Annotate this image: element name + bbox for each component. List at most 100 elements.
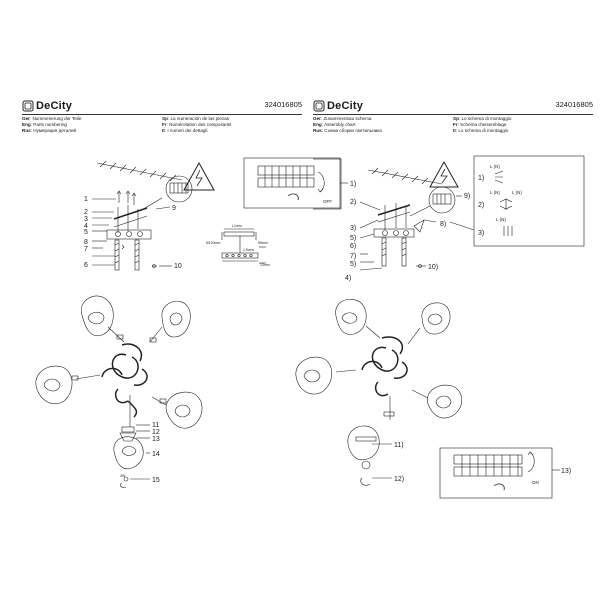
callout-8: 8 <box>84 239 88 246</box>
dim-label: Ø120mm <box>206 241 220 245</box>
breaker-on-panel <box>439 447 560 499</box>
legend-text: Numérotation des composants <box>169 122 232 127</box>
step-7: 7) <box>350 253 356 260</box>
glass-shade <box>407 302 451 345</box>
legend-text: Нумерация деталей <box>33 128 77 133</box>
callout-7: 7 <box>84 246 88 253</box>
step-10: 10) <box>428 264 438 271</box>
parts-numbering-sheet: DeCity 324016805 Ger: Nummerierung der T… <box>22 95 302 515</box>
legend-text: Schéma d'assemblage <box>460 122 507 127</box>
legend-lang: It <box>162 128 165 133</box>
electric-warning-icon <box>429 160 459 188</box>
breaker-off-panel <box>243 157 348 209</box>
glass-shade <box>35 365 101 405</box>
legend-lang: Rus <box>22 128 31 133</box>
legend-lang: Eng <box>22 122 31 127</box>
callout-11: 11 <box>152 422 159 429</box>
callout-13: 13 <box>152 436 160 443</box>
callout-6: 6 <box>84 262 88 269</box>
legend-lang: Ger <box>22 116 30 121</box>
legend-text: Zusammenbau schema <box>323 116 372 121</box>
legend-lang: Rus <box>313 128 322 133</box>
product-code: 324016805 <box>264 100 302 109</box>
legend-text: Lo schema di montaggio <box>461 116 512 121</box>
wire-label: L (N) <box>490 190 500 195</box>
legend-lang: Sp <box>162 116 168 121</box>
step-12: 12) <box>394 476 404 483</box>
callout-2: 2 <box>84 209 88 216</box>
bulb-label: 3W <box>120 474 126 478</box>
legend-column-1: Ger: Zusammenbau schema Eng: Assembly ch… <box>313 116 382 133</box>
legend-lang: Ger <box>313 116 321 121</box>
step-5: 5) <box>350 235 356 242</box>
legend-column-2: Sp: Lo schema di montaggio Fr: Schéma d'… <box>453 116 512 133</box>
glass-shade <box>335 298 381 339</box>
chandelier-body <box>35 295 203 488</box>
step-2: 2) <box>350 199 356 206</box>
ring-part <box>121 426 135 433</box>
step-4: 4) <box>345 275 351 282</box>
bulb <box>123 476 129 482</box>
legend-lang: Fr <box>162 122 167 127</box>
glass-shade <box>80 295 125 343</box>
callout-1: 1 <box>84 196 88 203</box>
callout-14: 14 <box>152 451 160 458</box>
wiring-step-3: 3) <box>478 230 484 237</box>
callout-12: 12 <box>152 429 160 436</box>
step-5b: 5) <box>350 261 356 268</box>
callout-3: 3 <box>84 216 88 223</box>
step-13: 13) <box>561 468 571 475</box>
brand-name: DeCity <box>327 100 364 112</box>
dim-label: 1.5mm <box>243 248 254 252</box>
dim-label: 55mm <box>258 241 268 245</box>
glass-shade <box>151 391 203 429</box>
product-code: 324016805 <box>555 100 593 109</box>
bottom-glass-ball <box>113 436 144 470</box>
legend-text: I numeri dei dettagli <box>167 128 208 133</box>
glass-shade <box>411 384 463 419</box>
switch-on-label: ON <box>532 480 539 485</box>
long-screws <box>114 239 140 271</box>
wire-label: L (N) <box>490 164 500 169</box>
socket-part <box>119 432 137 442</box>
chandelier-body <box>295 298 463 486</box>
brand-logo: DeCity <box>22 100 72 112</box>
glass-shade <box>149 300 191 343</box>
canopy-plate <box>106 229 152 240</box>
wiring-step-2: 2) <box>478 202 484 209</box>
wire-label: L (N) <box>512 190 522 195</box>
brand-logo-icon <box>22 100 34 112</box>
glass-shade <box>295 356 357 395</box>
legend-text: Lo schema di montaggio <box>458 128 509 133</box>
step-8: 8) <box>440 221 446 228</box>
wire-label: L (N) <box>496 217 506 222</box>
legend-column-1: Ger: Nummerierung der Teile Eng: Parts n… <box>22 116 82 133</box>
step-9: 9) <box>464 193 470 200</box>
legend-lang: It <box>453 128 456 133</box>
brand-logo-icon <box>313 100 325 112</box>
terminal-block-detail <box>409 186 462 217</box>
step-6: 6) <box>350 243 356 250</box>
legend-text: Схема сборки светильника <box>324 128 382 133</box>
legend-lang: Sp <box>453 116 459 121</box>
legend-text: Nummerierung der Teile <box>32 116 82 121</box>
callout-9: 9 <box>172 205 176 212</box>
callout-10: 10 <box>174 263 182 270</box>
legend-text: Assembly chart <box>324 122 356 127</box>
brand-logo: DeCity <box>313 100 363 112</box>
legend-text: La numeración de las piezas <box>170 116 229 121</box>
bulb <box>361 460 371 470</box>
dimension-drawing <box>221 228 266 264</box>
ceiling-hatch <box>367 167 443 185</box>
dim-label: 13mm <box>260 263 270 267</box>
assembly-chart-sheet: DeCity 324016805 Ger: Zusammenbau schema… <box>313 95 593 515</box>
dim-label: L1mm <box>232 224 242 228</box>
step-3: 3) <box>350 225 356 232</box>
breaker-off-panel <box>313 158 342 210</box>
step-11: 11) <box>394 442 404 449</box>
brand-name: DeCity <box>36 100 73 112</box>
header-rule <box>313 114 593 115</box>
callout-15: 15 <box>152 477 160 484</box>
bottom-glass-ball <box>347 425 380 461</box>
